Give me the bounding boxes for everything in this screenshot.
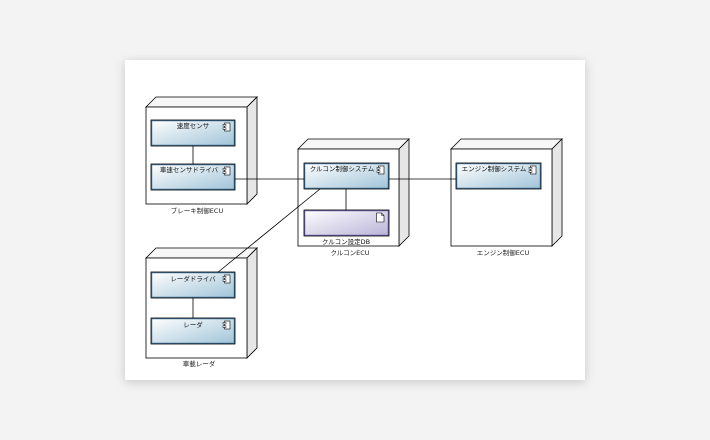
component-label: エンジン制御システム: [462, 164, 527, 173]
component-radar[interactable]: レーダ: [150, 317, 236, 345]
document-icon: [376, 212, 385, 223]
component-radar-driver[interactable]: レーダドライバ: [150, 271, 236, 299]
artifact-cruise-settings-db[interactable]: [303, 209, 390, 237]
component-engine-control-system[interactable]: エンジン制御システム: [455, 162, 542, 190]
connector-radar-driver-to-cruise-system[interactable]: [216, 188, 321, 274]
component-label: レーダドライバ: [170, 274, 216, 283]
component-icon: [376, 165, 385, 175]
component-speed-sensor[interactable]: 速度センサ: [150, 119, 236, 147]
component-icon: [222, 274, 231, 284]
node-label-engine-ecu: エンジン制御ECU: [477, 248, 530, 257]
component-label: 速度センサ: [177, 121, 210, 130]
node-label-brake-ecu: ブレーキ制御ECU: [171, 206, 224, 215]
component-label: レーダ: [183, 320, 203, 329]
component-label: 車速センサドライバ: [160, 165, 219, 174]
component-label: クルコン制御システム: [310, 164, 375, 173]
node-label-vehicle-radar: 車載レーダ: [183, 359, 216, 368]
component-cruise-control-system[interactable]: クルコン制御システム: [303, 162, 390, 190]
node-engine-ecu[interactable]: [450, 138, 563, 247]
component-speed-sensor-driver[interactable]: 車速センサドライバ: [150, 163, 236, 191]
artifact-label: クルコン設定DB: [322, 237, 370, 246]
component-icon: [528, 165, 537, 175]
component-icon: [222, 122, 231, 132]
component-icon: [222, 166, 231, 176]
component-icon: [222, 320, 231, 330]
node-label-cruise-ecu: クルコンECU: [330, 249, 369, 257]
